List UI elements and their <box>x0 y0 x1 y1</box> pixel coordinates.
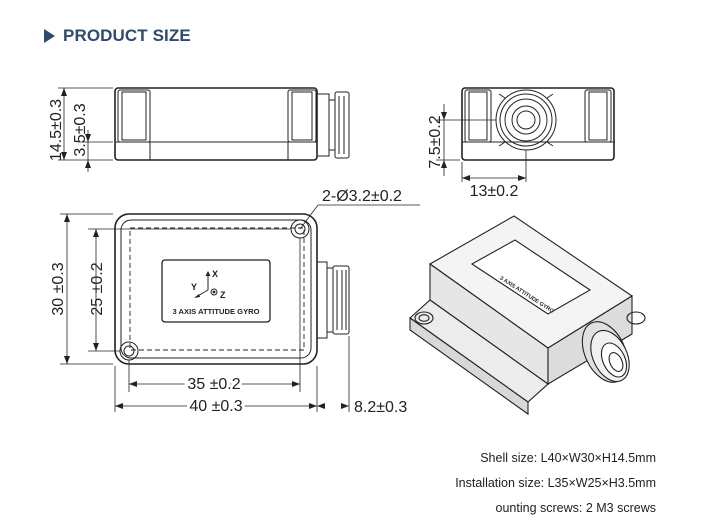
dim-mount-holes: 2-Ø3.2±0.2 <box>322 188 402 205</box>
end-view <box>436 87 615 182</box>
side-view <box>58 87 350 172</box>
section-title: PRODUCT SIZE <box>63 26 191 45</box>
axis-glyph-icon <box>194 271 218 298</box>
triangle-right-icon <box>44 29 55 43</box>
spec-list: Shell size: L40×W30×H14.5mm Installation… <box>455 446 656 521</box>
dim-body-length: 40 ±0.3 <box>189 398 242 415</box>
spec-installation-size: Installation size: L35×W25×H3.5mm <box>455 476 656 490</box>
section-heading: PRODUCT SIZE <box>44 25 191 47</box>
dimension-labels: 14.5±0.3 3.5±0.3 7.5±0.2 13±0.2 2-Ø3.2±0… <box>48 99 519 418</box>
dim-connector-width: 13±0.2 <box>470 183 519 200</box>
axis-x-label: X <box>212 269 218 279</box>
axis-z-label: Z <box>220 290 226 300</box>
dim-body-width: 30 ±0.3 <box>50 262 67 315</box>
spec-mounting-screws: ounting screws: 2 M3 screws <box>495 501 656 515</box>
axis-y-label: Y <box>191 282 197 292</box>
isometric-view <box>409 215 646 416</box>
product-name-label: 3 AXIS ATTITUDE GYRO <box>172 307 259 316</box>
dim-side-height-total: 14.5±0.3 <box>48 99 65 161</box>
dim-hole-spacing-length: 35 ±0.2 <box>187 376 240 393</box>
top-view <box>60 204 420 412</box>
dim-connector-height: 7.5±0.2 <box>427 115 444 168</box>
dim-side-base-height: 3.5±0.3 <box>72 103 89 156</box>
spec-shell-size: Shell size: L40×W30×H14.5mm <box>480 451 656 465</box>
dim-hole-spacing-width: 25 ±0.2 <box>89 262 106 315</box>
dim-connector-length: 8.2±0.3 <box>354 399 407 416</box>
